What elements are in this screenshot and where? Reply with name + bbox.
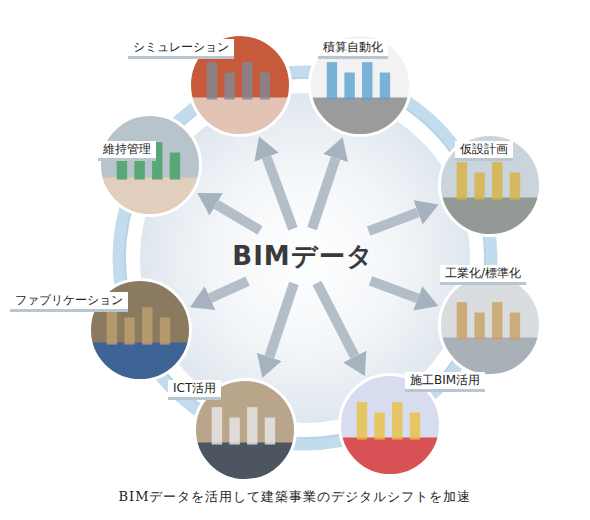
photo-detail: [124, 318, 134, 345]
topic-label: 維持管理: [98, 141, 156, 161]
photo-detail: [265, 418, 275, 445]
photo-detail: [492, 302, 502, 339]
photo-detail: [457, 302, 467, 339]
photo-ground: [308, 97, 412, 137]
radial-arrow: [269, 283, 294, 357]
photo-circle-border: [440, 275, 541, 376]
photo-illustration: [438, 273, 542, 377]
photo-detail: [510, 313, 520, 340]
photo-circle-border: [100, 115, 201, 216]
photo-ground: [193, 442, 297, 482]
photo-ground: [188, 97, 292, 137]
photo-detail: [229, 418, 239, 445]
topic-circle: ファブリケーション: [88, 278, 192, 382]
radial-arrow: [312, 158, 336, 229]
photo-detail: [380, 73, 390, 100]
radial-arrow: [267, 157, 293, 228]
photo-detail: [170, 153, 180, 180]
photo-detail: [212, 407, 222, 444]
photo-ground: [88, 342, 192, 382]
photo-detail: [357, 402, 367, 439]
photo-illustration: [308, 33, 412, 137]
photo-background: [98, 113, 202, 217]
photo-detail: [207, 62, 217, 99]
photo-detail: [474, 313, 484, 340]
topic-circle: 積算自動化: [308, 33, 412, 137]
radial-arrow: [369, 212, 418, 231]
center-hub: BIMデータ: [222, 233, 384, 280]
photo-detail: [474, 173, 484, 200]
photo-background: [308, 33, 412, 137]
topic-circle: 工業化/標準化: [438, 273, 542, 377]
photo-background: [438, 133, 542, 237]
photo-detail: [242, 62, 252, 99]
topic-label: 仮設計画: [455, 141, 513, 161]
radial-arrow: [210, 281, 247, 298]
radial-arrow: [370, 281, 417, 298]
photo-detail: [410, 413, 420, 440]
photo-circle: [98, 113, 202, 217]
photo-detail: [344, 73, 354, 100]
photo-ground: [338, 437, 442, 477]
photo-detail: [457, 162, 467, 199]
photo-ground: [98, 177, 202, 217]
photo-detail: [260, 73, 270, 100]
hub-title: BIMデータ: [232, 239, 373, 274]
photo-ground: [438, 197, 542, 237]
photo-circle-border: [440, 135, 541, 236]
photo-detail: [392, 402, 402, 439]
topic-circle: 仮設計画: [438, 133, 542, 237]
photo-detail: [510, 173, 520, 200]
topic-circle: ICT活用: [193, 378, 297, 482]
radial-arrow: [216, 204, 260, 230]
photo-background: [438, 273, 542, 377]
photo-detail: [327, 62, 337, 99]
photo-detail: [492, 162, 502, 199]
topic-label: シミュレーション: [128, 39, 234, 59]
photo-detail: [374, 413, 384, 440]
topic-label: 施工BIM活用: [405, 372, 485, 392]
topic-label: 工業化/標準化: [440, 265, 526, 285]
photo-detail: [142, 307, 152, 344]
topic-label: ファブリケーション: [10, 292, 128, 312]
photo-detail: [247, 407, 257, 444]
topic-label: 積算自動化: [318, 39, 388, 59]
photo-detail: [362, 62, 372, 99]
photo-illustration: [438, 133, 542, 237]
photo-circle: [438, 273, 542, 377]
topic-circle: 維持管理: [98, 113, 202, 217]
topic-label: ICT活用: [168, 380, 221, 400]
radial-arrow: [317, 283, 355, 356]
photo-illustration: [98, 113, 202, 217]
topic-circle: 施工BIM活用: [338, 373, 442, 477]
photo-detail: [107, 307, 117, 344]
photo-detail: [160, 318, 170, 345]
figure-caption: BIMデータを活用して建築事業のデジタルシフトを加速: [0, 488, 590, 506]
topic-circle: シミュレーション: [188, 33, 292, 137]
photo-detail: [224, 73, 234, 100]
photo-circle-border: [310, 35, 411, 136]
